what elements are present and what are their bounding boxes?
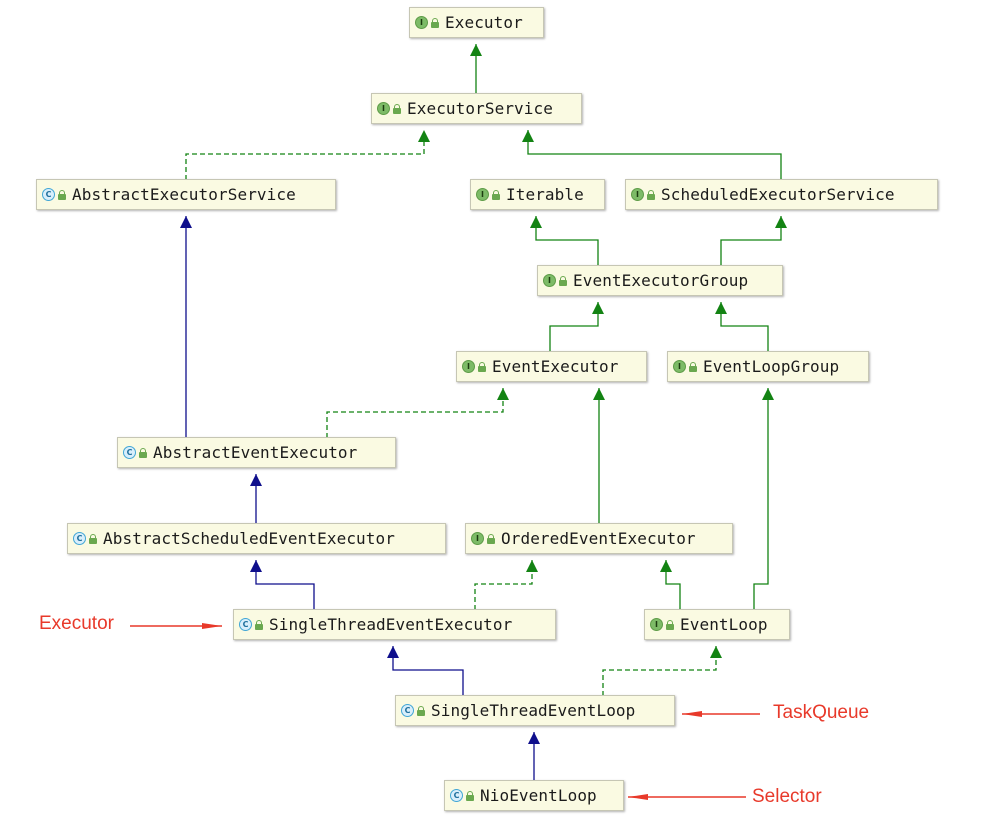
interface-icon: I [543, 274, 556, 287]
lock-icon [492, 189, 500, 200]
lock-icon [689, 361, 697, 372]
node-abstractscheduledeventexecutor[interactable]: C AbstractScheduledEventExecutor [67, 523, 446, 554]
lock-icon [417, 705, 425, 716]
node-label: AbstractEventExecutor [153, 443, 358, 462]
node-abstractexecutorservice[interactable]: C AbstractExecutorService [36, 179, 336, 210]
node-label: AbstractExecutorService [72, 185, 296, 204]
edge-eventloopgroup-to-eventexecutorgroup [715, 302, 769, 352]
node-eventexecutorgroup[interactable]: I EventExecutorGroup [537, 265, 783, 296]
node-label: SingleThreadEventLoop [431, 701, 636, 720]
edge-scheduledexecutorservice-to-executorservice [522, 130, 782, 180]
node-eventexecutor[interactable]: I EventExecutor [456, 351, 647, 382]
lock-icon [478, 361, 486, 372]
edge-singlethreadeventloop-to-eventloop [602, 646, 722, 696]
node-scheduledexecutorservice[interactable]: I ScheduledExecutorService [625, 179, 938, 210]
interface-icon: I [673, 360, 686, 373]
node-label: Executor [445, 13, 523, 32]
lock-icon [466, 790, 474, 801]
node-abstracteventexecutor[interactable]: C AbstractEventExecutor [117, 437, 396, 468]
node-label: ScheduledExecutorService [661, 185, 895, 204]
interface-icon: I [631, 188, 644, 201]
node-label: SingleThreadEventExecutor [269, 615, 513, 634]
node-orderedeventexecutor[interactable]: I OrderedEventExecutor [465, 523, 733, 554]
node-eventloopgroup[interactable]: I EventLoopGroup [667, 351, 869, 382]
node-label: AbstractScheduledEventExecutor [103, 529, 395, 548]
node-singlethreadeventexecutor[interactable]: C SingleThreadEventExecutor [233, 609, 556, 640]
edge-eventloop-to-orderedeventexecutor [660, 560, 681, 610]
class-icon: C [450, 789, 463, 802]
interface-icon: I [650, 618, 663, 631]
class-icon: C [239, 618, 252, 631]
interface-icon: I [471, 532, 484, 545]
node-label: NioEventLoop [480, 786, 597, 805]
node-eventloop[interactable]: I EventLoop [644, 609, 790, 640]
edge-abstracteventexecutor-to-eventexecutor [326, 388, 509, 438]
executor-annotation: Executor [39, 613, 114, 634]
node-label: OrderedEventExecutor [501, 529, 696, 548]
lock-icon [431, 17, 439, 28]
interface-icon: I [377, 102, 390, 115]
class-icon: C [123, 446, 136, 459]
lock-icon [487, 533, 495, 544]
interface-icon: I [476, 188, 489, 201]
node-label: Iterable [506, 185, 584, 204]
interface-icon: I [462, 360, 475, 373]
lock-icon [255, 619, 263, 630]
class-icon: C [73, 532, 86, 545]
lock-icon [58, 189, 66, 200]
edge-eventexecutorgroup-to-scheduledexecutorservice [720, 216, 787, 266]
lock-icon [89, 533, 97, 544]
node-label: ExecutorService [407, 99, 553, 118]
node-iterable[interactable]: I Iterable [470, 179, 605, 210]
node-label: EventLoop [680, 615, 768, 634]
node-label: EventExecutorGroup [573, 271, 749, 290]
lock-icon [139, 447, 147, 458]
edge-abstractexecutorservice-to-executorservice [185, 130, 430, 180]
interface-icon: I [415, 16, 428, 29]
taskqueue-annotation: TaskQueue [773, 702, 870, 723]
node-label: EventExecutor [492, 357, 619, 376]
node-executorservice[interactable]: I ExecutorService [371, 93, 582, 124]
edge-singlethreadeventexecutor-to-orderedeventexecutor [474, 560, 538, 610]
edge-singlethreadeventloop-to-singlethreadeventexecutor [387, 646, 464, 696]
node-nioeventloop[interactable]: C NioEventLoop [444, 780, 624, 811]
lock-icon [666, 619, 674, 630]
class-icon: C [42, 188, 55, 201]
node-singlethreadeventloop[interactable]: C SingleThreadEventLoop [395, 695, 675, 726]
node-label: EventLoopGroup [703, 357, 840, 376]
edge-singlethreadeventexecutor-to-abstractscheduledeventexecutor [250, 560, 315, 610]
edge-eventexecutor-to-eventexecutorgroup [549, 302, 604, 352]
lock-icon [393, 103, 401, 114]
class-icon: C [401, 704, 414, 717]
selector-annotation: Selector [752, 786, 822, 807]
edge-eventloop-to-eventloopgroup [753, 388, 774, 610]
node-executor[interactable]: I Executor [409, 7, 544, 38]
lock-icon [559, 275, 567, 286]
edge-eventexecutorgroup-to-iterable [530, 216, 599, 266]
lock-icon [647, 189, 655, 200]
